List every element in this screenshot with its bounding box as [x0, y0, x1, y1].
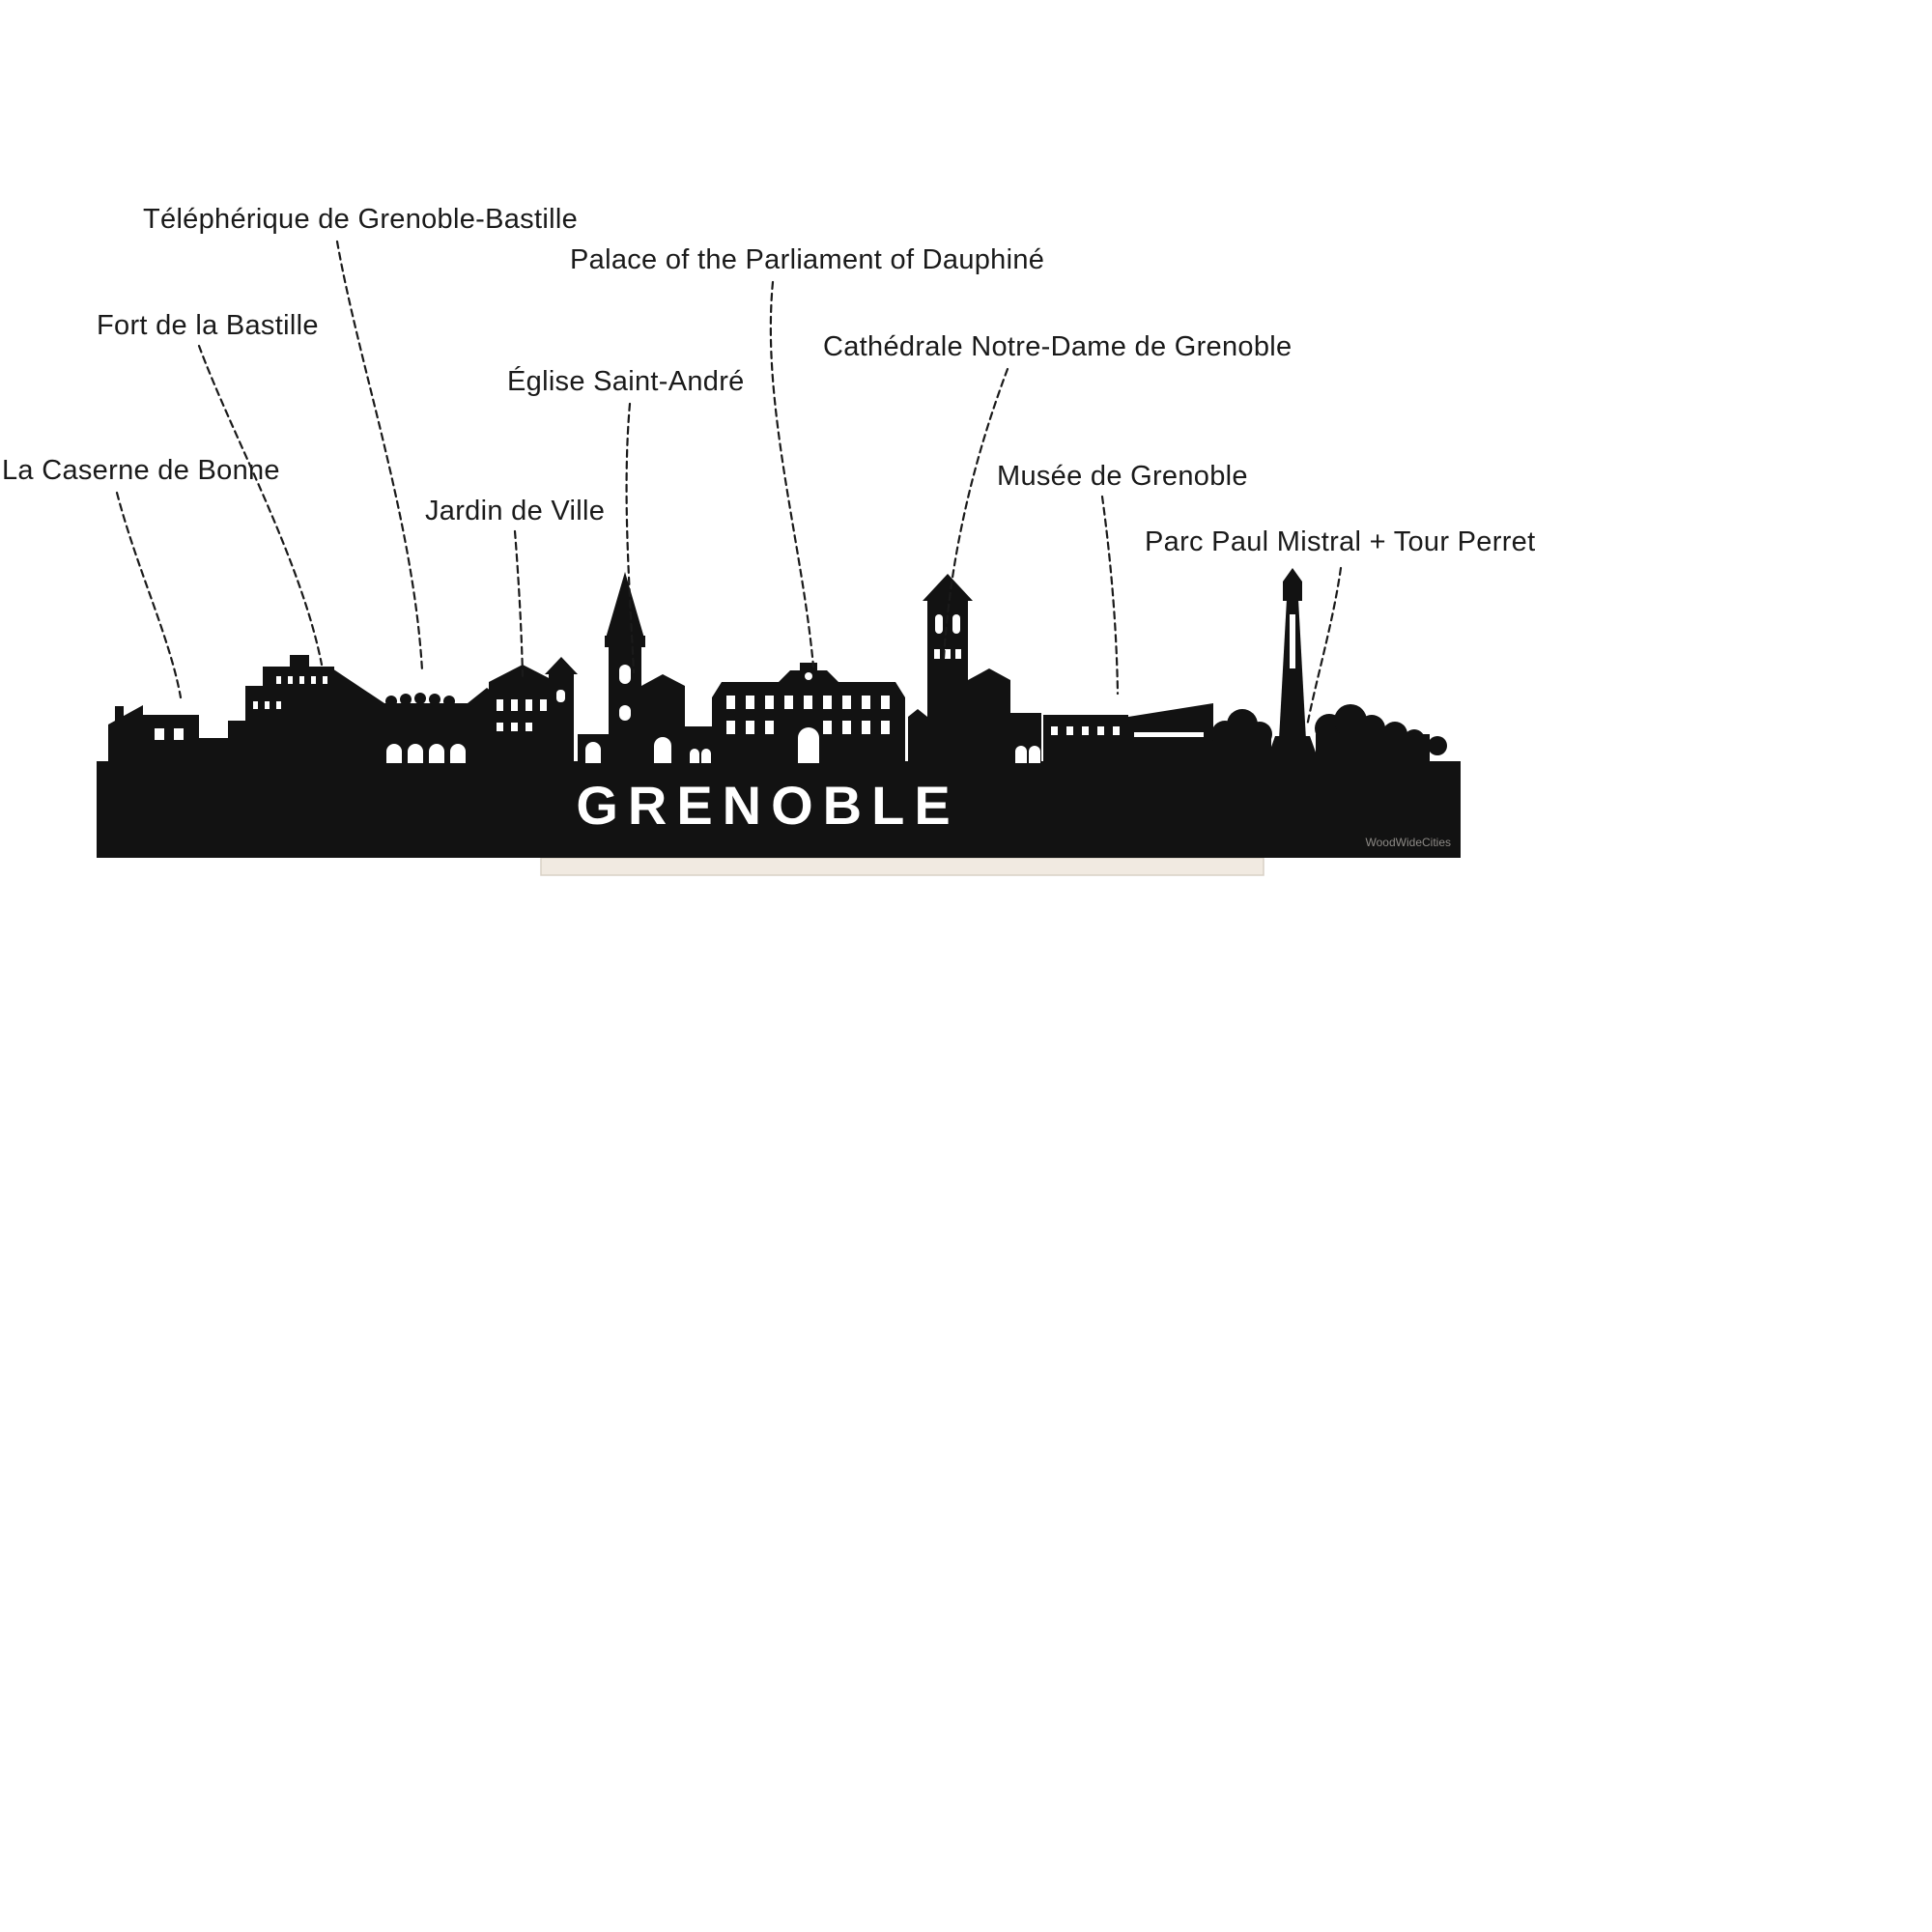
leader-line-telepherique	[335, 240, 424, 672]
watermark-text: WoodWideCities	[1366, 836, 1451, 849]
label-musee-grenoble: Musée de Grenoble	[997, 461, 1248, 492]
leader-line-jardin-de-ville	[513, 529, 525, 678]
label-palace-parliament: Palace of the Parliament of Dauphiné	[570, 244, 1045, 275]
display-stand	[540, 857, 1264, 876]
label-eglise-saint-andre: Église Saint-André	[507, 366, 745, 397]
leader-line-musee-grenoble	[1100, 495, 1120, 696]
leader-line-palace-parliament	[769, 280, 815, 668]
leader-line-parc-paul-mistral	[1305, 566, 1343, 728]
silhouette-cutout-details	[155, 614, 1295, 763]
label-parc-paul-mistral: Parc Paul Mistral + Tour Perret	[1145, 526, 1536, 557]
label-cathedrale: Cathédrale Notre-Dame de Grenoble	[823, 331, 1293, 362]
skyline-silhouette	[97, 568, 1461, 858]
leader-line-fort-bastille	[197, 344, 324, 667]
label-caserne-de-bonne: La Caserne de Bonne	[2, 455, 280, 486]
leader-line-caserne-de-bonne	[115, 491, 183, 699]
leader-lines	[115, 240, 1343, 728]
label-telepherique: Téléphérique de Grenoble-Bastille	[143, 204, 578, 235]
label-fort-bastille: Fort de la Bastille	[97, 310, 319, 341]
skyline-city-title: GRENOBLE	[576, 775, 959, 836]
label-jardin-de-ville: Jardin de Ville	[425, 496, 606, 526]
leader-line-cathedrale	[942, 367, 1009, 661]
leader-line-eglise-saint-andre	[625, 402, 636, 674]
